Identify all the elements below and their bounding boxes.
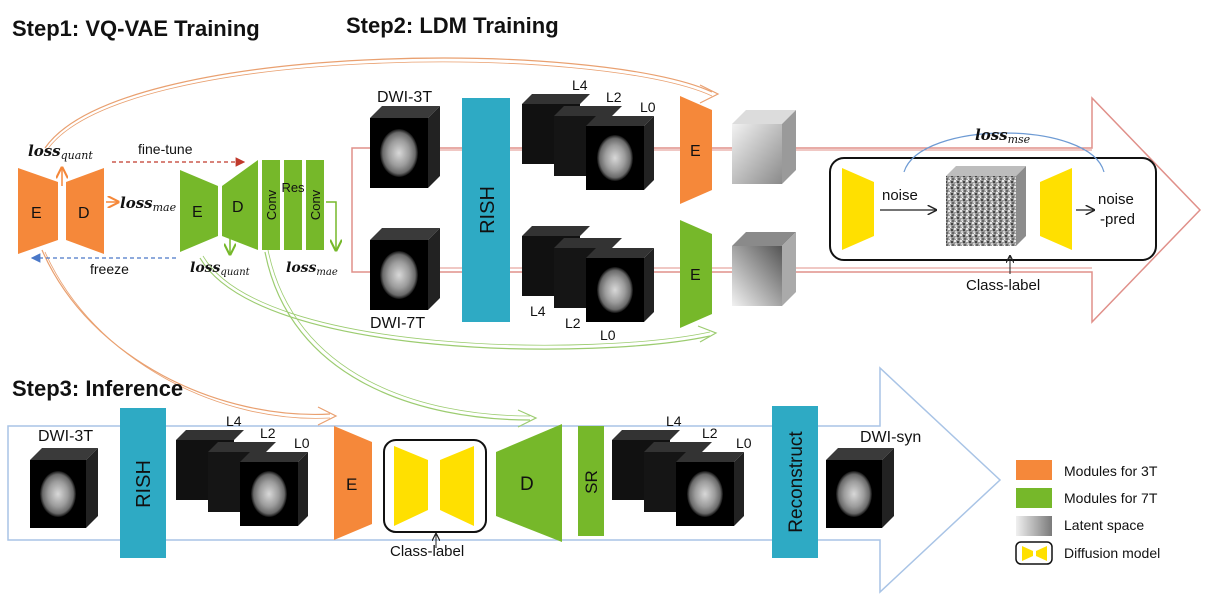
step2-latent-cube-3t — [732, 110, 796, 184]
step2-class-label: Class-label — [966, 277, 1040, 294]
step3-reconstruct-block — [772, 406, 818, 558]
step3-rish-block — [120, 408, 166, 558]
step2-encoder-7t-label: E — [690, 267, 701, 284]
step1-loss-quant-left: lossquant — [28, 142, 93, 162]
step3-title: Step3: Inference — [12, 376, 183, 401]
curve-7t-encoder-to-step2 — [199, 257, 711, 350]
step3-dwi-syn-cube — [826, 448, 894, 528]
step2-level-top-l2: L2 — [606, 89, 622, 105]
step3-level-l4: L4 — [226, 413, 242, 429]
step3-level-l0: L0 — [294, 435, 310, 451]
step3-dwi-3t-cube — [30, 448, 98, 528]
step2-rish-label: RISH — [477, 186, 499, 234]
legend-label-latent: Latent space — [1064, 517, 1144, 533]
step3-diffusion-encoder — [394, 446, 428, 526]
step1-encoder-3t-label: E — [31, 205, 42, 222]
step2-encoder-3t-label: E — [690, 143, 701, 160]
step3-levels-in — [176, 430, 308, 526]
step2-title: Step2: LDM Training — [346, 13, 559, 38]
step3-decoder-label: D — [520, 474, 534, 495]
step1-loss-quant-right: lossquant — [190, 260, 251, 278]
step1-conv-block-2 — [306, 160, 324, 250]
step1-loss-mae-left: lossmae — [120, 194, 177, 214]
step1-encoder-7t-label: E — [192, 204, 203, 221]
step3-level-out-l0: L0 — [736, 435, 752, 451]
legend-label-7t: Modules for 7T — [1064, 490, 1158, 506]
step3-encoder — [334, 426, 372, 540]
curve-7t-decoder-to-step3 — [264, 251, 531, 421]
step2-dwi-3t-label: DWI-3T — [377, 89, 432, 106]
step2-levels-top — [522, 94, 654, 190]
step2-diffusion-encoder — [842, 168, 874, 250]
legend-swatch-latent — [1016, 516, 1052, 536]
step3-group: DWI-3T RISH L4 L2 L0 E Class-label — [30, 406, 921, 560]
step2-dwi-7t-label: DWI-7T — [370, 315, 425, 332]
step1-encoder-3t — [18, 168, 58, 254]
step3-class-label: Class-label — [390, 543, 464, 560]
step2-noise-pred-line1: noise — [1098, 191, 1134, 208]
step2-diffusion-decoder — [1040, 168, 1072, 250]
step2-group: DWI-3T DWI-7T RISH — [370, 77, 1157, 343]
step3-decoder — [496, 424, 562, 542]
curve-3t-encoder-to-step2 — [44, 57, 713, 149]
step2-loss-mse: lossmse — [975, 126, 1031, 146]
step2-level-top-l4: L4 — [572, 77, 588, 93]
step2-level-bottom-l4: L4 — [530, 303, 546, 319]
step2-encoder-3t — [680, 96, 712, 204]
curve-3t-encoder-arrowhead — [699, 84, 720, 104]
step2-rish-block — [462, 98, 510, 322]
step1-encoder-7t — [180, 170, 218, 252]
step1-title: Step1: VQ-VAE Training — [12, 16, 260, 41]
step2-levels-bottom — [522, 226, 654, 322]
step2-level-bottom-l0: L0 — [600, 327, 616, 343]
step1-loss-mae-right: lossmae — [286, 260, 338, 278]
step1-decoder-7t — [222, 160, 258, 250]
legend-swatch-3t — [1016, 460, 1052, 480]
curve-3t-encoder-to-step3 — [41, 249, 331, 416]
step1-decoder-7t-label: D — [232, 199, 244, 216]
step3-dwi-syn-label: DWI-syn — [860, 429, 921, 446]
step2-noise-cube — [946, 166, 1026, 246]
step3-sr-label: SR — [582, 470, 601, 494]
step3-rish-label: RISH — [133, 460, 155, 508]
step1-res-label: Res — [281, 180, 305, 195]
step1-fine-tune-label: fine-tune — [138, 141, 193, 157]
step2-latent-cube-7t — [732, 232, 796, 306]
legend-swatch-7t — [1016, 488, 1052, 508]
step3-level-out-l4: L4 — [666, 413, 682, 429]
step3-dwi-3t-label: DWI-3T — [38, 428, 93, 445]
step3-reconstruct-label: Reconstruct — [786, 431, 807, 533]
step2-noise-label: noise — [882, 187, 918, 204]
step3-level-out-l2: L2 — [702, 425, 718, 441]
step1-decoder-3t-label: D — [78, 205, 90, 222]
step3-diffusion-decoder — [440, 446, 474, 526]
step1-res-block — [284, 160, 302, 250]
step1-conv-label-1: Conv — [264, 189, 279, 220]
step1-freeze-label: freeze — [90, 261, 129, 277]
legend-label-diffusion: Diffusion model — [1064, 545, 1160, 561]
step2-encoder-7t — [680, 220, 712, 328]
step1-group: lossquant E D lossmae fine-tune freeze E… — [18, 141, 338, 278]
step3-levels-out — [612, 430, 744, 526]
step2-level-top-l0: L0 — [640, 99, 656, 115]
step3-level-l2: L2 — [260, 425, 276, 441]
step2-dwi-7t-cube — [370, 228, 440, 310]
step2-dwi-3t-cube — [370, 106, 440, 188]
step3-sr-block — [578, 426, 604, 536]
step1-conv-label-2: Conv — [308, 189, 323, 220]
legend-label-3t: Modules for 3T — [1064, 463, 1158, 479]
step1-conv-block-1 — [262, 160, 280, 250]
step2-noise-pred-line2: -pred — [1100, 211, 1135, 228]
legend: Modules for 3T Modules for 7T Latent spa… — [1015, 460, 1160, 565]
step2-loss-arc — [903, 132, 1105, 173]
step3-encoder-label: E — [346, 475, 357, 494]
step2-level-bottom-l2: L2 — [565, 315, 581, 331]
step1-decoder-3t — [66, 168, 104, 254]
